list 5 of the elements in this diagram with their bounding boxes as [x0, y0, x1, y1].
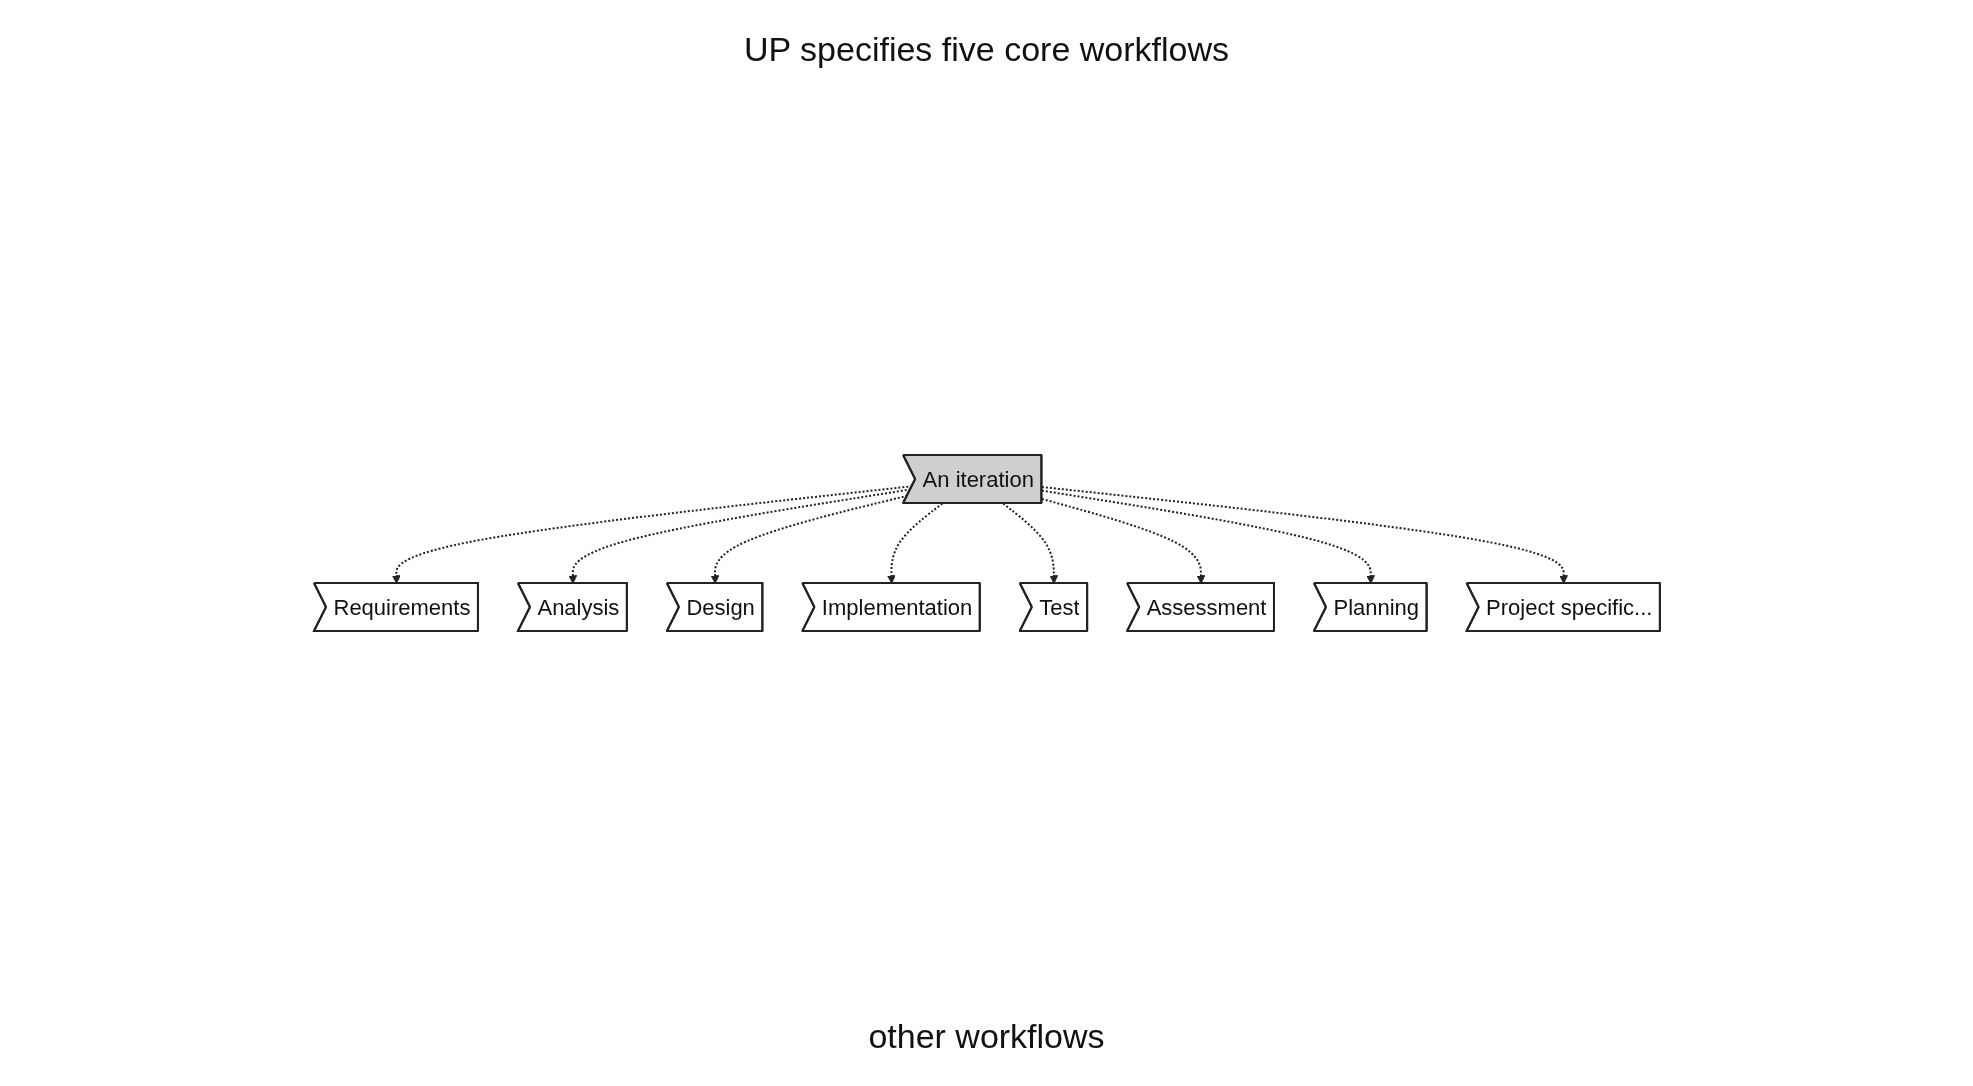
- arrow: [1040, 489, 1375, 584]
- arrow: [1040, 497, 1205, 584]
- arrow: [1040, 486, 1568, 584]
- brace-label: UP specifies five core workflows: [744, 30, 1229, 69]
- brace-label: other workflows: [868, 1017, 1105, 1056]
